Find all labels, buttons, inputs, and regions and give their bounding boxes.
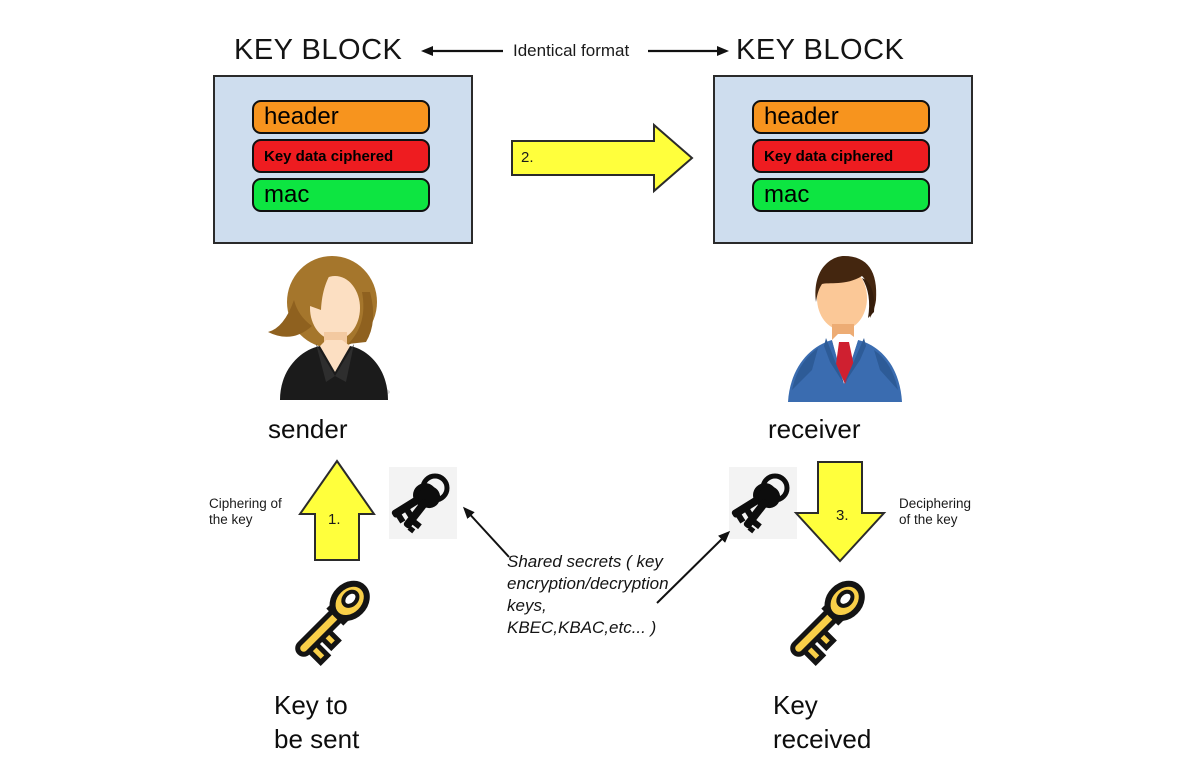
right-keydata-row: Key data ciphered (752, 139, 930, 173)
left-key-ring-tile (389, 467, 457, 539)
left-key-block-title: KEY BLOCK (234, 34, 403, 66)
right-key-block-box: header Key data ciphered mac (713, 75, 973, 244)
left-key-block-box: header Key data ciphered mac (213, 75, 473, 244)
gold-key-icon (775, 568, 879, 672)
sender-label: sender (268, 414, 348, 444)
key-ring-icon (391, 473, 450, 534)
receiver-label: receiver (768, 414, 861, 444)
shared-secrets-right-pointer (656, 530, 731, 604)
deciphering-note: Deciphering of the key (899, 496, 972, 527)
key-to-be-sent-label: Key to be sent (274, 690, 360, 754)
left-header-row: header (252, 100, 430, 134)
right-key-block-title: KEY BLOCK (736, 34, 905, 66)
step1-label: 1. (328, 511, 341, 528)
shared-secrets-left-pointer (462, 506, 510, 558)
left-keydata-row: Key data ciphered (252, 139, 430, 173)
transfer-arrow-step2 (511, 122, 694, 194)
ciphering-note: Ciphering of the key (209, 496, 282, 527)
key-ring-icon (731, 473, 790, 534)
deciphering-arrow-step3 (793, 461, 887, 563)
identical-format-label: Identical format (513, 41, 630, 60)
gold-key-icon (280, 568, 384, 672)
man-avatar (778, 250, 910, 402)
right-key-ring-tile (729, 467, 797, 539)
woman-avatar (262, 248, 402, 400)
right-header-row: header (752, 100, 930, 134)
ciphering-arrow-step1 (298, 459, 376, 561)
step3-label: 3. (836, 507, 849, 524)
left-mac-row: mac (252, 178, 430, 212)
shared-secrets-note: Shared secrets ( key encryption/decrypti… (507, 552, 669, 637)
key-received-label: Key received (773, 690, 872, 754)
right-mac-row: mac (752, 178, 930, 212)
step2-label: 2. (521, 149, 534, 166)
